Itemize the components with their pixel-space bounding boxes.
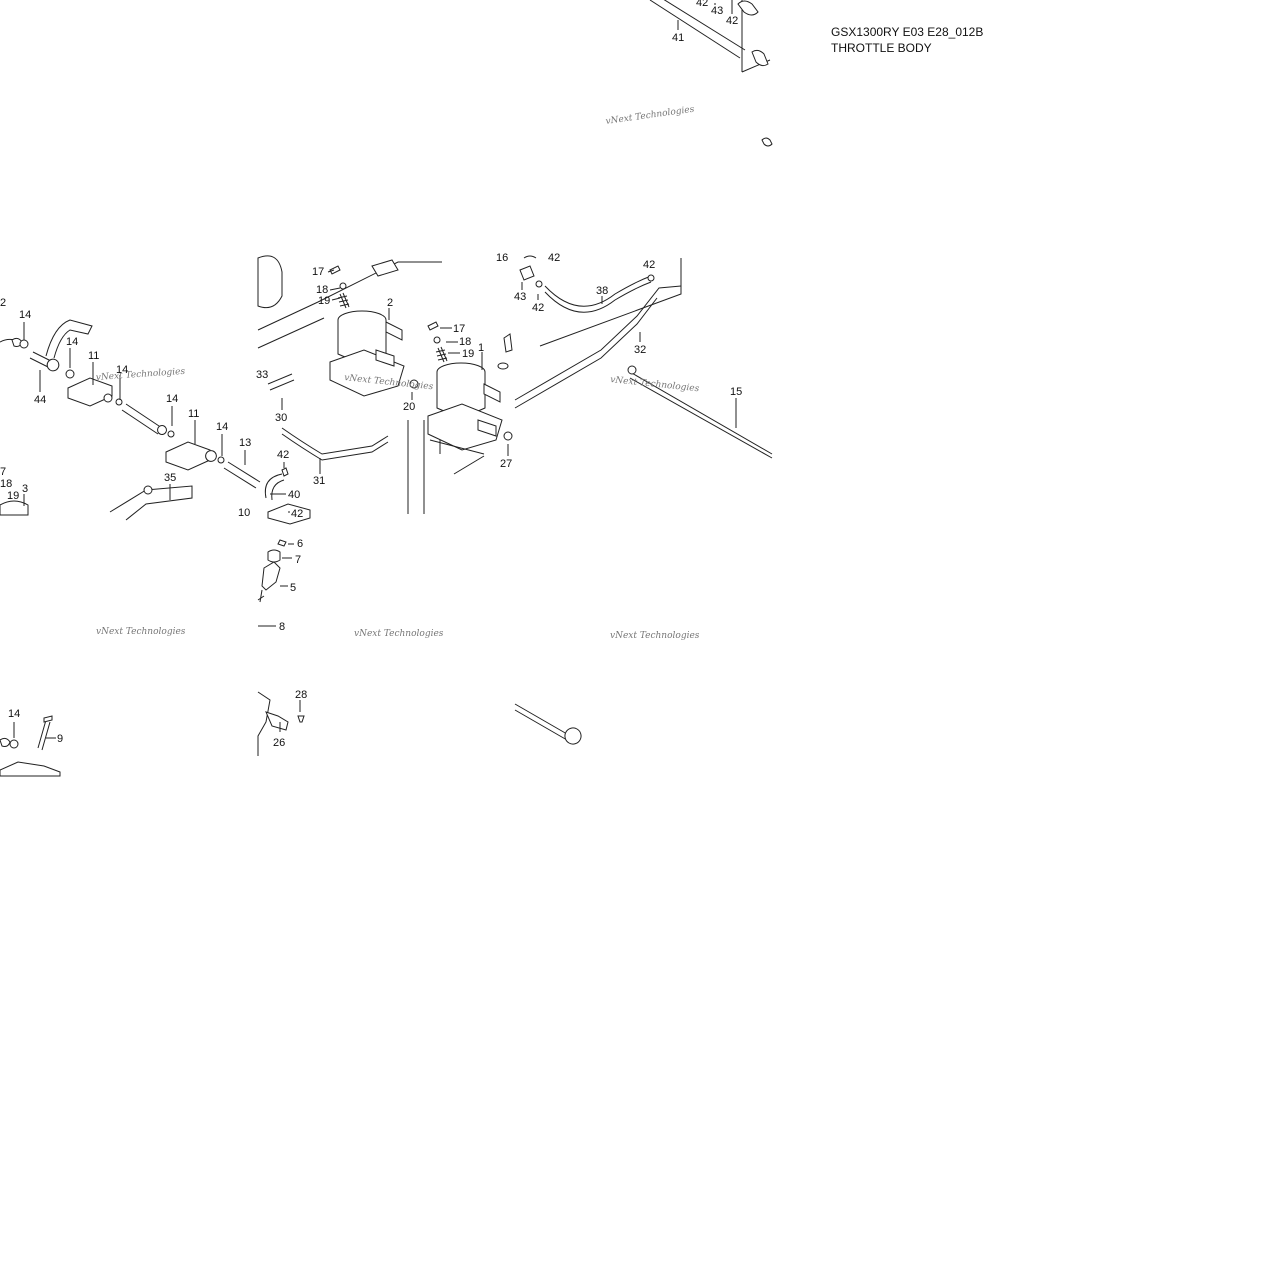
diagram-title: THROTTLE BODY (831, 41, 932, 55)
callout-label: 32 (634, 344, 646, 356)
callout-label: 14 (66, 336, 78, 348)
callout-label: 43 (514, 291, 526, 303)
diagram-header: GSX1300RY E03 E28_012B THROTTLE BODY (831, 24, 1131, 56)
callout-label: 16 (496, 252, 508, 264)
callout-label: 6 (297, 538, 303, 550)
callout-label: 14 (216, 421, 228, 433)
callout-label: 8 (279, 621, 285, 633)
callout-label: 42 (726, 15, 738, 27)
callout-label: 14 (8, 708, 20, 720)
callout-label: 2 (387, 297, 393, 309)
callout-label: 33 (256, 369, 268, 381)
callout-label: 42 (291, 508, 303, 520)
callout-label: 20 (403, 401, 415, 413)
callout-label: 42 (277, 449, 289, 461)
callout-label: 27 (500, 458, 512, 470)
callout-label: 31 (313, 475, 325, 487)
tile-right-middle (514, 255, 773, 459)
callout-label: 19 (462, 348, 474, 360)
callout-label: 7 (295, 554, 301, 566)
callout-labels: 41 42 43 42 2 14 14 11 14 44 14 11 14 13… (0, 0, 742, 749)
tile-left (0, 319, 261, 521)
callout-label: 19 (7, 490, 19, 502)
callout-label: 17 (312, 266, 324, 278)
callout-label: 42 (532, 302, 544, 314)
watermark: vNext Technologies (610, 631, 700, 641)
callout-label: 11 (88, 350, 99, 362)
callout-label: 30 (275, 412, 287, 424)
callout-label: 42 (548, 252, 560, 264)
callout-label: 1 (478, 342, 484, 354)
callout-label: 43 (711, 5, 723, 17)
callout-label: 14 (19, 309, 31, 321)
watermark: vNext Technologies (96, 627, 186, 637)
callout-label: 35 (164, 472, 176, 484)
callout-label: 18 (459, 336, 471, 348)
callout-label: 19 (318, 295, 330, 307)
callout-label: 18 (316, 284, 328, 296)
tile-lower-center (257, 539, 305, 756)
callout-label: 38 (596, 285, 608, 297)
callout-label: 9 (57, 733, 63, 745)
callout-label: 42 (696, 0, 708, 9)
callout-label: 2 (0, 297, 6, 309)
callout-label: 26 (273, 737, 285, 749)
callout-label: 11 (188, 408, 199, 420)
tile-top-right (649, 0, 773, 147)
tile-lower-left (0, 715, 61, 777)
callout-label: 13 (239, 437, 251, 449)
callout-label: 10 (238, 507, 250, 519)
callout-label: 18 (0, 478, 12, 490)
tile-center (257, 255, 513, 525)
model-code: GSX1300RY E03 E28_012B (831, 25, 984, 39)
callout-label: 41 (672, 32, 684, 44)
callout-label: 28 (295, 689, 307, 701)
callout-label: 44 (34, 394, 46, 406)
watermark: vNext Technologies (96, 367, 186, 383)
callout-label: 14 (116, 364, 128, 376)
callout-label: 7 (0, 466, 6, 478)
callout-label: 42 (643, 259, 655, 271)
callout-label: 3 (22, 483, 28, 495)
callout-label: 5 (290, 582, 296, 594)
watermark: vNext Technologies (605, 105, 695, 127)
callout-label: 40 (288, 489, 300, 501)
callout-label: 17 (453, 323, 465, 335)
callout-label: 15 (730, 386, 742, 398)
callout-label: 14 (166, 393, 178, 405)
tile-lower-right (514, 703, 582, 745)
watermark: vNext Technologies (354, 629, 444, 639)
